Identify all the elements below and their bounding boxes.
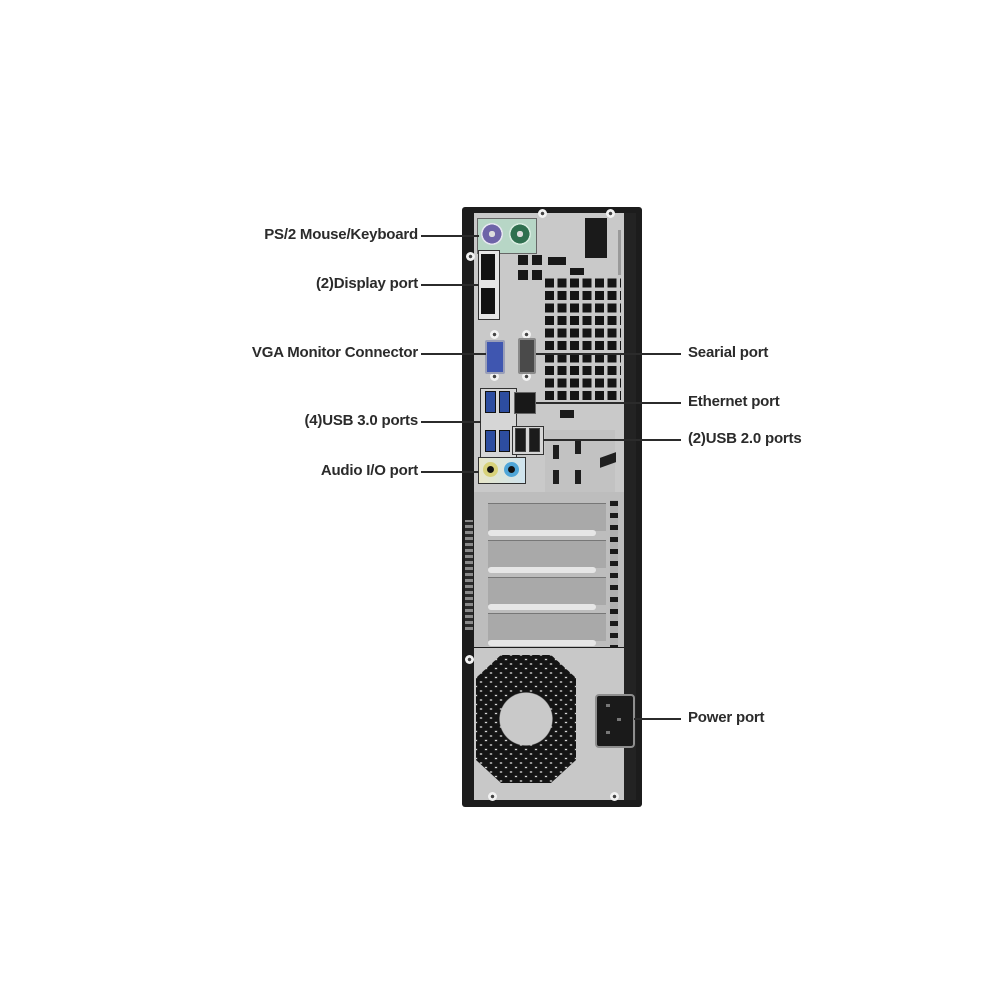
slot-cover-lip [488, 604, 596, 610]
usb3-port-icon [485, 391, 496, 413]
screw-icon [538, 209, 547, 218]
power-pin [617, 718, 621, 721]
slot-retainer [610, 500, 618, 650]
label-vga: VGA Monitor Connector [251, 344, 418, 361]
power-pin [606, 731, 610, 734]
leader-line-audio [421, 471, 479, 473]
slot-cover-lip [488, 567, 596, 573]
leader-line-usb2 [543, 439, 681, 441]
knockout-hole [575, 470, 581, 484]
leader-line-usb3 [421, 421, 481, 423]
usb3-port-icon [499, 430, 510, 452]
vent-slot [585, 218, 607, 258]
expansion-slot-cover [488, 540, 606, 568]
vent-grid [545, 275, 621, 400]
displayport-icon [481, 288, 495, 314]
ps2-mouse-port-icon [481, 223, 503, 245]
leader-line-serial [536, 353, 681, 355]
expansion-slot-cover [488, 577, 606, 605]
knockout-hole [575, 440, 581, 454]
vent-hole [548, 257, 566, 265]
screw-icon [606, 209, 615, 218]
power-port [595, 694, 635, 748]
screw-icon [610, 792, 619, 801]
vent-hole [532, 270, 542, 280]
leader-line-power [634, 718, 681, 720]
displayport-icon [481, 254, 495, 280]
expansion-slot-cover [488, 503, 606, 531]
label-usb3: (4)USB 3.0 ports [304, 412, 419, 429]
label-usb2: (2)USB 2.0 ports [688, 430, 802, 447]
label-power: Power port [688, 709, 765, 726]
label-ps2: PS/2 Mouse/Keyboard [264, 226, 418, 243]
leader-line-ethernet [536, 402, 681, 404]
leader-line-ps2 [421, 235, 479, 237]
slot-cover-lip [488, 530, 596, 536]
label-ethernet: Ethernet port [688, 393, 780, 410]
usb3-port-icon [485, 430, 496, 452]
screw-icon [488, 792, 497, 801]
expansion-slot-cover [488, 613, 606, 641]
vent-hole [518, 255, 528, 265]
vent-hole [560, 410, 574, 418]
ethernet-port [514, 392, 536, 414]
screw-icon [466, 252, 475, 261]
leader-line-displayport [421, 284, 479, 286]
serial-port [518, 338, 536, 374]
vent-hole [532, 255, 542, 265]
knockout-hole [553, 445, 559, 459]
lock-slot-icon [570, 268, 584, 275]
side-vent [465, 520, 473, 630]
usb3-port-icon [499, 391, 510, 413]
fan-grille-icon [476, 655, 576, 783]
screw-icon [490, 330, 499, 339]
vent-hole [518, 270, 528, 280]
audio-out-jack-icon [504, 462, 519, 477]
label-audio: Audio I/O port [320, 462, 418, 479]
usb2-port-icon [529, 428, 540, 452]
label-serial: Searial port [688, 344, 769, 361]
leader-line-vga [421, 353, 486, 355]
case-side-rail [624, 213, 636, 800]
vga-port [485, 340, 505, 374]
knockout-hole [553, 470, 559, 484]
label-displayport: (2)Display port [315, 275, 418, 292]
usb2-port-icon [515, 428, 526, 452]
screw-icon [522, 372, 531, 381]
power-pin [606, 704, 610, 707]
screw-icon [522, 330, 531, 339]
ps2-keyboard-port-icon [509, 223, 531, 245]
slot-cover-lip [488, 640, 596, 646]
screw-icon [490, 372, 499, 381]
screw-icon [465, 655, 474, 664]
audio-line-in-jack-icon [483, 462, 498, 477]
